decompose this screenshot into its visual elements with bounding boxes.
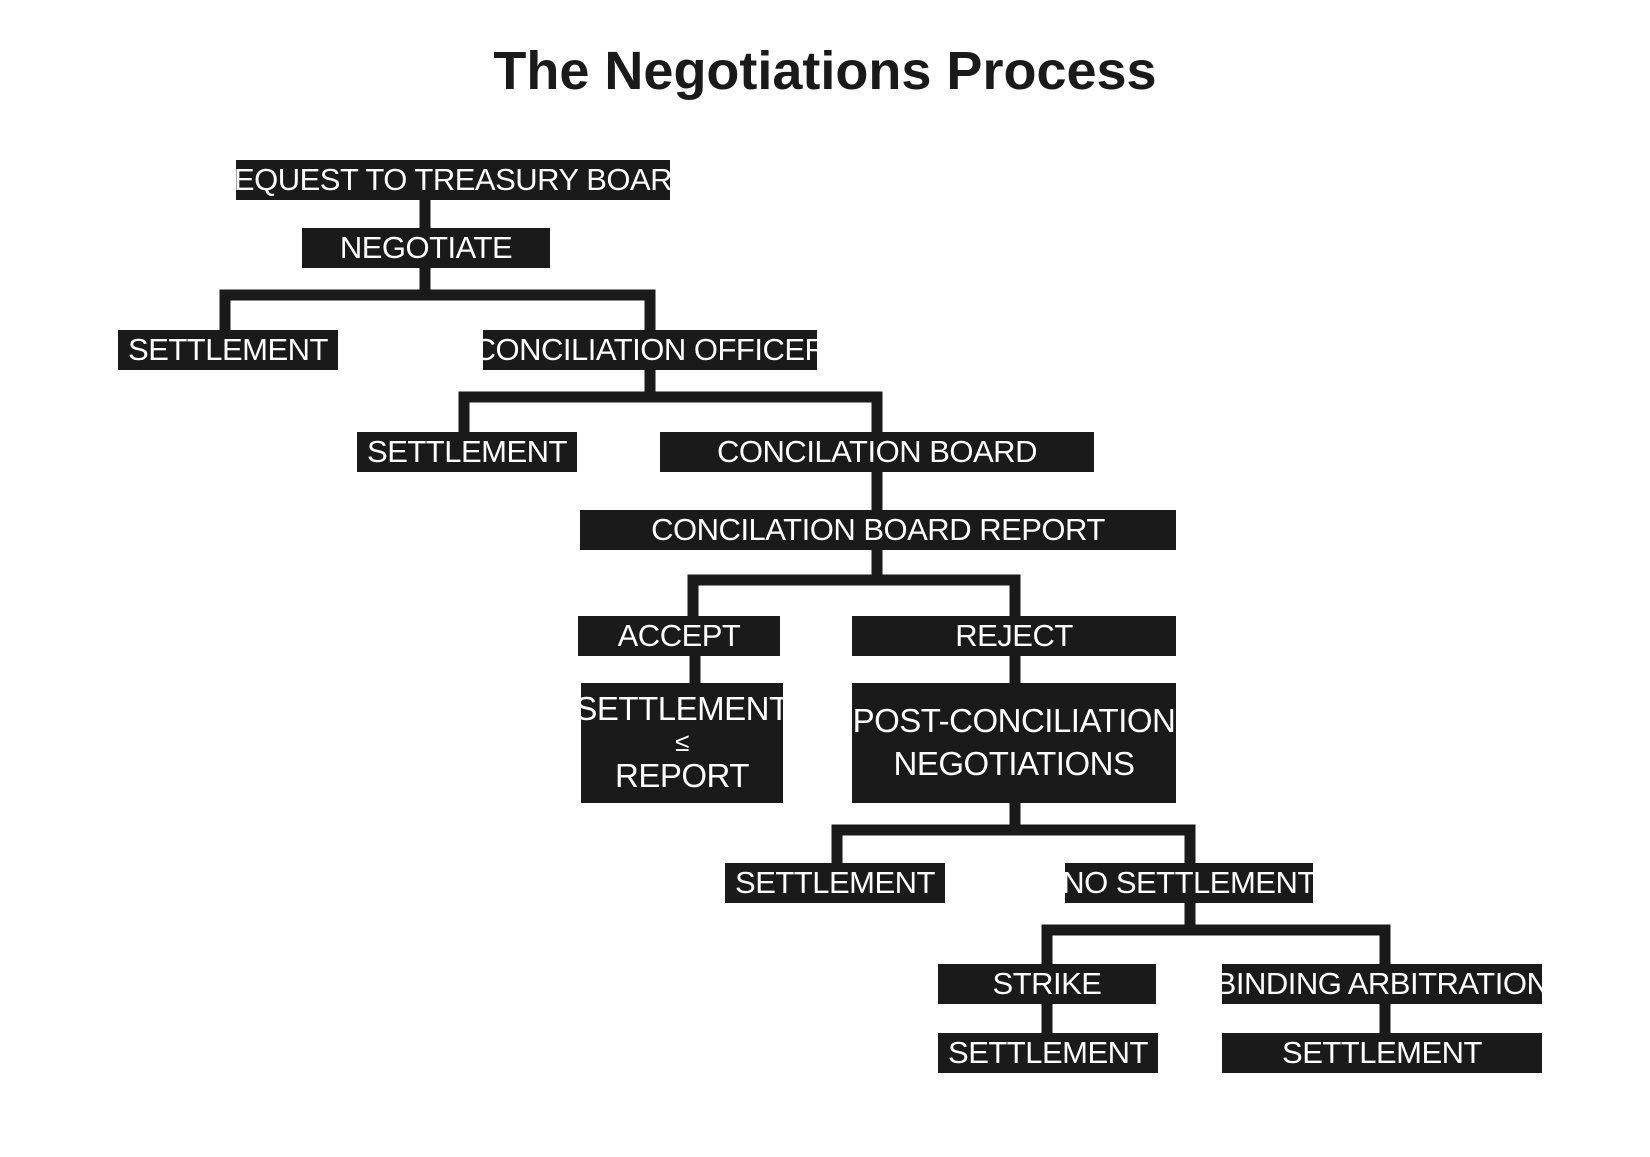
node-label: CONCILIATION OFFICER <box>473 331 827 367</box>
node-label: REJECT <box>955 617 1073 653</box>
connector-officer-split <box>458 364 883 438</box>
node-no-settlement: NO SETTLEMENT <box>1062 863 1316 903</box>
connector-post-split <box>831 799 1196 869</box>
node-settlement-after-post: SETTLEMENT <box>725 863 945 903</box>
node-label: SETTLEMENT <box>735 864 935 900</box>
connector-report-split <box>687 542 1021 620</box>
node-conciliation-board: CONCILATION BOARD <box>660 432 1094 472</box>
node-strike: STRIKE <box>938 964 1156 1004</box>
node-conciliation-board-report: CONCILATION BOARD REPORT <box>580 510 1176 550</box>
connector-nosettlement-split <box>1041 897 1391 970</box>
diagram-title: The Negotiations Process <box>493 41 1157 101</box>
node-label-line2: NEGOTIATIONS <box>893 745 1135 782</box>
node-label: CONCILATION BOARD <box>717 433 1037 469</box>
node-label: NO SETTLEMENT <box>1062 864 1316 900</box>
node-label: ACCEPT <box>617 617 741 653</box>
node-binding-arbitration: BINDING ARBITRATION <box>1216 964 1549 1004</box>
node-request-to-treasury-board: REQUEST TO TREASURY BOARD <box>212 160 694 200</box>
node-label-line2: REPORT <box>615 756 749 794</box>
node-label: SETTLEMENT <box>128 331 328 367</box>
node-negotiate: NEGOTIATE <box>302 228 550 268</box>
node-reject: REJECT <box>852 616 1176 656</box>
node-label: SETTLEMENT <box>1282 1034 1482 1070</box>
node-settlement-after-officer: SETTLEMENT <box>357 432 577 472</box>
node-label: REQUEST TO TREASURY BOARD <box>212 161 694 197</box>
less-or-equal-symbol: ≤ <box>675 727 689 758</box>
node-settlement-after-strike: SETTLEMENT <box>938 1033 1158 1073</box>
node-label: SETTLEMENT <box>367 433 567 469</box>
node-accept: ACCEPT <box>578 616 780 656</box>
node-settlement-after-arbitration: SETTLEMENT <box>1222 1033 1542 1073</box>
connector-negotiate-split <box>219 262 656 336</box>
node-label-line1: POST-CONCILIATION <box>852 702 1176 740</box>
node-label: NEGOTIATE <box>339 229 513 265</box>
node-post-conciliation-negotiations: POST-CONCILIATION NEGOTIATIONS <box>852 683 1176 803</box>
node-label: CONCILATION BOARD REPORT <box>651 511 1105 547</box>
node-settlement-after-negotiate: SETTLEMENT <box>118 330 338 370</box>
node-settlement-le-report: SETTLEMENT ≤ REPORT <box>575 683 789 803</box>
node-label-line1: SETTLEMENT <box>575 690 789 728</box>
node-label: BINDING ARBITRATION <box>1215 965 1549 1001</box>
node-label: SETTLEMENT <box>948 1034 1148 1070</box>
node-conciliation-officer: CONCILIATION OFFICER <box>474 330 827 370</box>
node-label: STRIKE <box>992 965 1102 1001</box>
